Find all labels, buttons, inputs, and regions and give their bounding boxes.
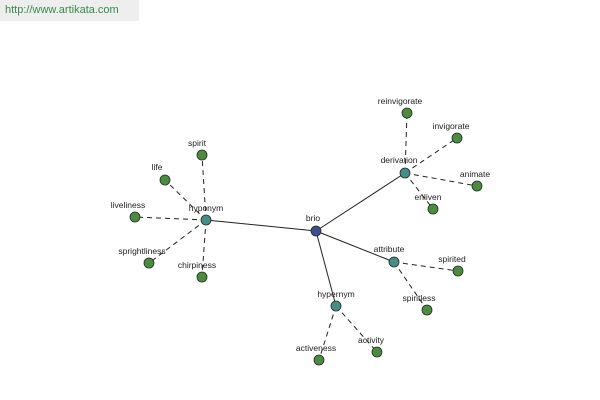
edge-brio-derivation xyxy=(315,172,406,232)
node-dot-enliven[interactable] xyxy=(427,203,439,215)
node-label-derivation: derivation xyxy=(381,155,418,165)
node-dot-invigorate[interactable] xyxy=(451,132,463,144)
node-label-life: life xyxy=(152,162,163,172)
node-spirited[interactable]: spirited xyxy=(438,254,466,277)
node-activeness[interactable]: activeness xyxy=(296,343,336,366)
node-dot-chirpiness[interactable] xyxy=(196,271,208,283)
edge-derivation-animate xyxy=(404,172,478,187)
node-label-reinvigorate: reinvigorate xyxy=(378,96,423,106)
node-activity[interactable]: activity xyxy=(358,335,385,358)
edge-hypernym-activity xyxy=(335,305,378,353)
node-label-invigorate: invigorate xyxy=(433,121,470,131)
edges-layer xyxy=(134,112,478,361)
node-enliven[interactable]: enliven xyxy=(415,192,442,215)
node-label-brio: brio xyxy=(306,213,320,223)
node-label-activeness: activeness xyxy=(296,343,336,353)
node-label-chirpiness: chirpiness xyxy=(178,260,216,270)
edge-hyponym-life xyxy=(164,179,207,221)
edge-derivation-invigorate xyxy=(404,137,458,174)
node-sprightliness[interactable]: sprightliness xyxy=(118,246,166,269)
node-life[interactable]: life xyxy=(152,162,171,186)
node-dot-liveliness[interactable] xyxy=(129,211,141,223)
node-label-hypernym: hypernym xyxy=(317,289,354,299)
node-dot-derivation[interactable] xyxy=(399,167,411,179)
node-dot-activity[interactable] xyxy=(371,346,383,358)
node-dot-spirit[interactable] xyxy=(196,149,208,161)
edge-hyponym-chirpiness xyxy=(201,219,207,278)
edge-brio-hypernym xyxy=(315,230,337,307)
node-label-liveliness: liveliness xyxy=(111,200,146,210)
edge-brio-attribute xyxy=(315,230,395,263)
node-dot-animate[interactable] xyxy=(471,180,483,192)
node-label-hyponym: hyponym xyxy=(189,203,224,213)
node-invigorate[interactable]: invigorate xyxy=(433,121,470,144)
node-label-activity: activity xyxy=(358,335,385,345)
node-label-attribute: attribute xyxy=(374,244,405,254)
node-hypernym[interactable]: hypernym xyxy=(317,289,355,312)
node-brio[interactable]: brio xyxy=(306,213,322,237)
node-dot-activeness[interactable] xyxy=(313,354,325,366)
edge-brio-hyponym xyxy=(205,219,317,232)
node-dot-sprightliness[interactable] xyxy=(143,257,155,269)
node-chirpiness[interactable]: chirpiness xyxy=(178,260,216,283)
edge-attribute-spirited xyxy=(393,261,459,272)
nodes-layer: brio hyponym derivation attribute hypernym sp… xyxy=(111,96,491,366)
node-label-spirited: spirited xyxy=(438,254,466,264)
node-spiritless[interactable]: spiritless xyxy=(402,293,436,316)
node-label-spirit: spirit xyxy=(188,138,207,148)
node-derivation[interactable]: derivation xyxy=(381,155,418,179)
node-hyponym[interactable]: hyponym xyxy=(189,203,224,226)
node-spirit[interactable]: spirit xyxy=(188,138,208,161)
node-dot-hyponym[interactable] xyxy=(200,214,212,226)
node-dot-life[interactable] xyxy=(159,174,171,186)
edge-derivation-reinvigorate xyxy=(404,112,408,174)
node-dot-brio[interactable] xyxy=(310,225,322,237)
node-attribute[interactable]: attribute xyxy=(374,244,405,268)
node-label-spiritless: spiritless xyxy=(402,293,435,303)
node-liveliness[interactable]: liveliness xyxy=(111,200,146,223)
node-dot-hypernym[interactable] xyxy=(330,300,342,312)
edge-attribute-spiritless xyxy=(393,261,428,311)
node-label-sprightliness: sprightliness xyxy=(118,246,165,256)
edge-hyponym-liveliness xyxy=(134,216,207,221)
edge-derivation-enliven xyxy=(404,172,434,210)
node-label-enliven: enliven xyxy=(415,192,442,202)
node-dot-spiritless[interactable] xyxy=(421,304,433,316)
edge-hypernym-activeness xyxy=(318,305,337,361)
node-dot-attribute[interactable] xyxy=(388,256,400,268)
site-url-link[interactable]: http://www.artikata.com xyxy=(0,0,139,21)
node-animate[interactable]: animate xyxy=(460,169,491,192)
edge-hyponym-sprightliness xyxy=(148,219,207,264)
edge-hyponym-spirit xyxy=(201,154,207,221)
node-dot-spirited[interactable] xyxy=(452,265,464,277)
node-label-animate: animate xyxy=(460,169,491,179)
node-dot-reinvigorate[interactable] xyxy=(401,107,413,119)
node-reinvigorate[interactable]: reinvigorate xyxy=(378,96,423,119)
